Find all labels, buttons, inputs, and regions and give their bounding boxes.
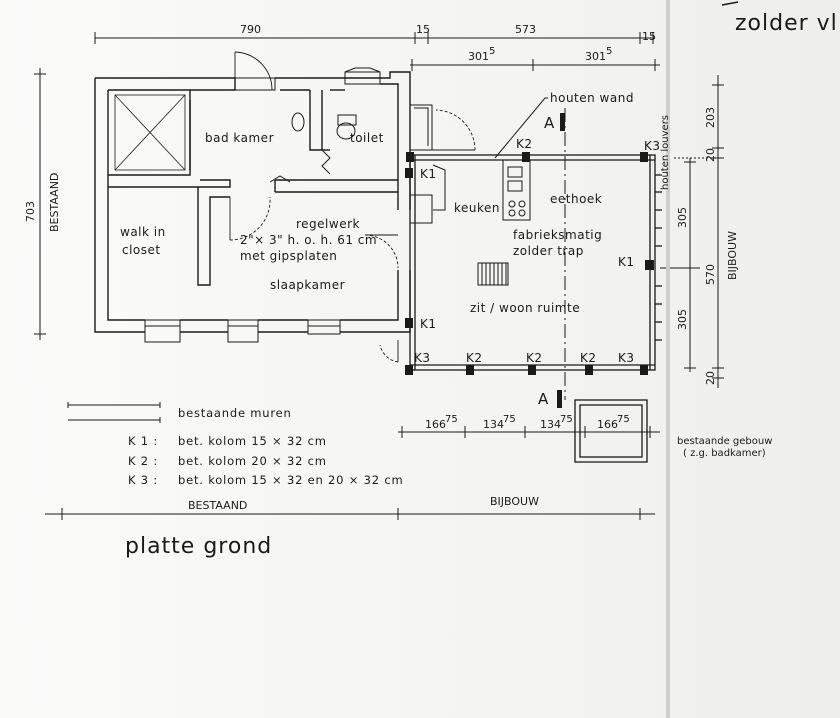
dim-166b: 166 bbox=[597, 418, 618, 431]
existing-bathroom-building bbox=[574, 399, 648, 463]
legend-k2-text: bet. kolom 20 × 32 cm bbox=[178, 454, 327, 468]
column-markers[interactable] bbox=[405, 152, 654, 375]
section-a-top: A bbox=[544, 114, 555, 132]
dim-134a: 134 bbox=[483, 418, 504, 431]
note-regelwerk-spec: 2"× 3" h. o. h. 61 cm bbox=[240, 233, 377, 247]
labels: zolder vl 790 15 573 15 301 5 301 5 703 … bbox=[24, 11, 838, 559]
dim-15b: 15 bbox=[642, 30, 656, 43]
legend-wall-sample bbox=[67, 402, 161, 423]
dim-166a-sup: 75 bbox=[445, 414, 458, 425]
dim-305b: 305 bbox=[676, 309, 689, 330]
room-keuken: keuken bbox=[454, 201, 500, 215]
col-k2-b3: K2 bbox=[580, 351, 597, 365]
legend-k2-code: K 2 : bbox=[128, 454, 158, 468]
plan-title: platte grond bbox=[125, 534, 272, 559]
dim-166b-sup: 75 bbox=[617, 414, 630, 425]
dim-right-bijbouw: BIJBOUW bbox=[726, 231, 739, 280]
dim-573: 573 bbox=[515, 23, 536, 36]
legend-walls: bestaande muren bbox=[178, 406, 292, 420]
bottom-dimension-lines bbox=[45, 426, 660, 520]
room-eethoek: eethoek bbox=[550, 192, 602, 206]
dim-left-bestaand: BESTAAND bbox=[48, 173, 61, 232]
room-toilet: toilet bbox=[350, 131, 384, 145]
houten-wand-leader bbox=[494, 97, 548, 159]
sanitary-fixtures bbox=[269, 112, 357, 183]
dim-301a: 301 bbox=[468, 50, 489, 63]
dim-301b-sup: 5 bbox=[606, 46, 612, 57]
room-slaapkamer: slaapkamer bbox=[270, 278, 345, 292]
dim-301a-sup: 5 bbox=[489, 46, 495, 57]
col-k2-b2: K2 bbox=[526, 351, 543, 365]
dim-134a-sup: 75 bbox=[503, 414, 516, 425]
dim-570: 570 bbox=[704, 264, 717, 285]
room-badkamer: bad kamer bbox=[205, 131, 274, 145]
room-zit-woonruimte: zit / woon ruimte bbox=[470, 301, 580, 315]
dim-20b: 20 bbox=[704, 371, 717, 385]
dim-203: 203 bbox=[704, 107, 717, 128]
note-fabrieksmatig: fabrieksmatig bbox=[513, 228, 602, 242]
note-zolder-trap: zolder trap bbox=[513, 244, 584, 258]
dim-15a: 15 bbox=[416, 23, 430, 36]
legend-k1-code: K 1 : bbox=[128, 434, 158, 448]
windows bbox=[144, 67, 433, 343]
dim-134b-sup: 75 bbox=[560, 414, 573, 425]
left-dimension-line bbox=[34, 68, 46, 340]
right-dimension-lines bbox=[660, 75, 724, 388]
legend-k3-text: bet. kolom 15 × 32 en 20 × 32 cm bbox=[178, 473, 403, 487]
dim-166a: 166 bbox=[425, 418, 446, 431]
legend-k3-code: K 3 : bbox=[128, 473, 158, 487]
dim-790: 790 bbox=[240, 23, 261, 36]
note-houten-louvers: houten louvers bbox=[660, 115, 671, 190]
kitchen-counter bbox=[432, 159, 531, 221]
room-closet: closet bbox=[122, 243, 161, 257]
existing-walls bbox=[94, 71, 411, 333]
note-gipsplaten: met gipsplaten bbox=[240, 249, 337, 263]
col-k1-b: K1 bbox=[420, 317, 437, 331]
legend-k1-text: bet. kolom 15 × 32 cm bbox=[178, 434, 327, 448]
dim-703: 703 bbox=[24, 201, 37, 222]
arrow-mark bbox=[721, 1, 739, 6]
doors bbox=[229, 51, 476, 363]
col-k2-b1: K2 bbox=[466, 351, 483, 365]
col-k3-bl: K3 bbox=[414, 351, 431, 365]
top-dimension-lines bbox=[94, 32, 660, 71]
base-bestaand: BESTAAND bbox=[188, 499, 247, 512]
col-k1-c: K1 bbox=[618, 255, 635, 269]
note-bestaande-gebouw: bestaande gebouw bbox=[677, 436, 772, 447]
section-a-bottom: A bbox=[538, 390, 549, 408]
attic-title: zolder vl bbox=[735, 11, 838, 36]
col-k1-a: K1 bbox=[420, 167, 437, 181]
shower-tray bbox=[114, 94, 186, 171]
section-line-a bbox=[557, 108, 566, 408]
room-walk-in: walk in bbox=[120, 225, 166, 239]
col-k2-top: K2 bbox=[516, 137, 533, 151]
note-zg-badkamer: ( z.g. badkamer) bbox=[683, 448, 766, 459]
note-houten-wand: houten wand bbox=[550, 91, 634, 105]
dim-305a: 305 bbox=[676, 207, 689, 228]
dim-134b: 134 bbox=[540, 418, 561, 431]
dim-20a: 20 bbox=[704, 148, 717, 162]
dim-301b: 301 bbox=[585, 50, 606, 63]
base-bijbouw: BIJBOUW bbox=[490, 495, 539, 508]
col-k3-br: K3 bbox=[618, 351, 635, 365]
note-regelwerk: regelwerk bbox=[296, 217, 360, 231]
attic-stair bbox=[477, 262, 509, 286]
col-k3-tr: K3 bbox=[644, 139, 661, 153]
